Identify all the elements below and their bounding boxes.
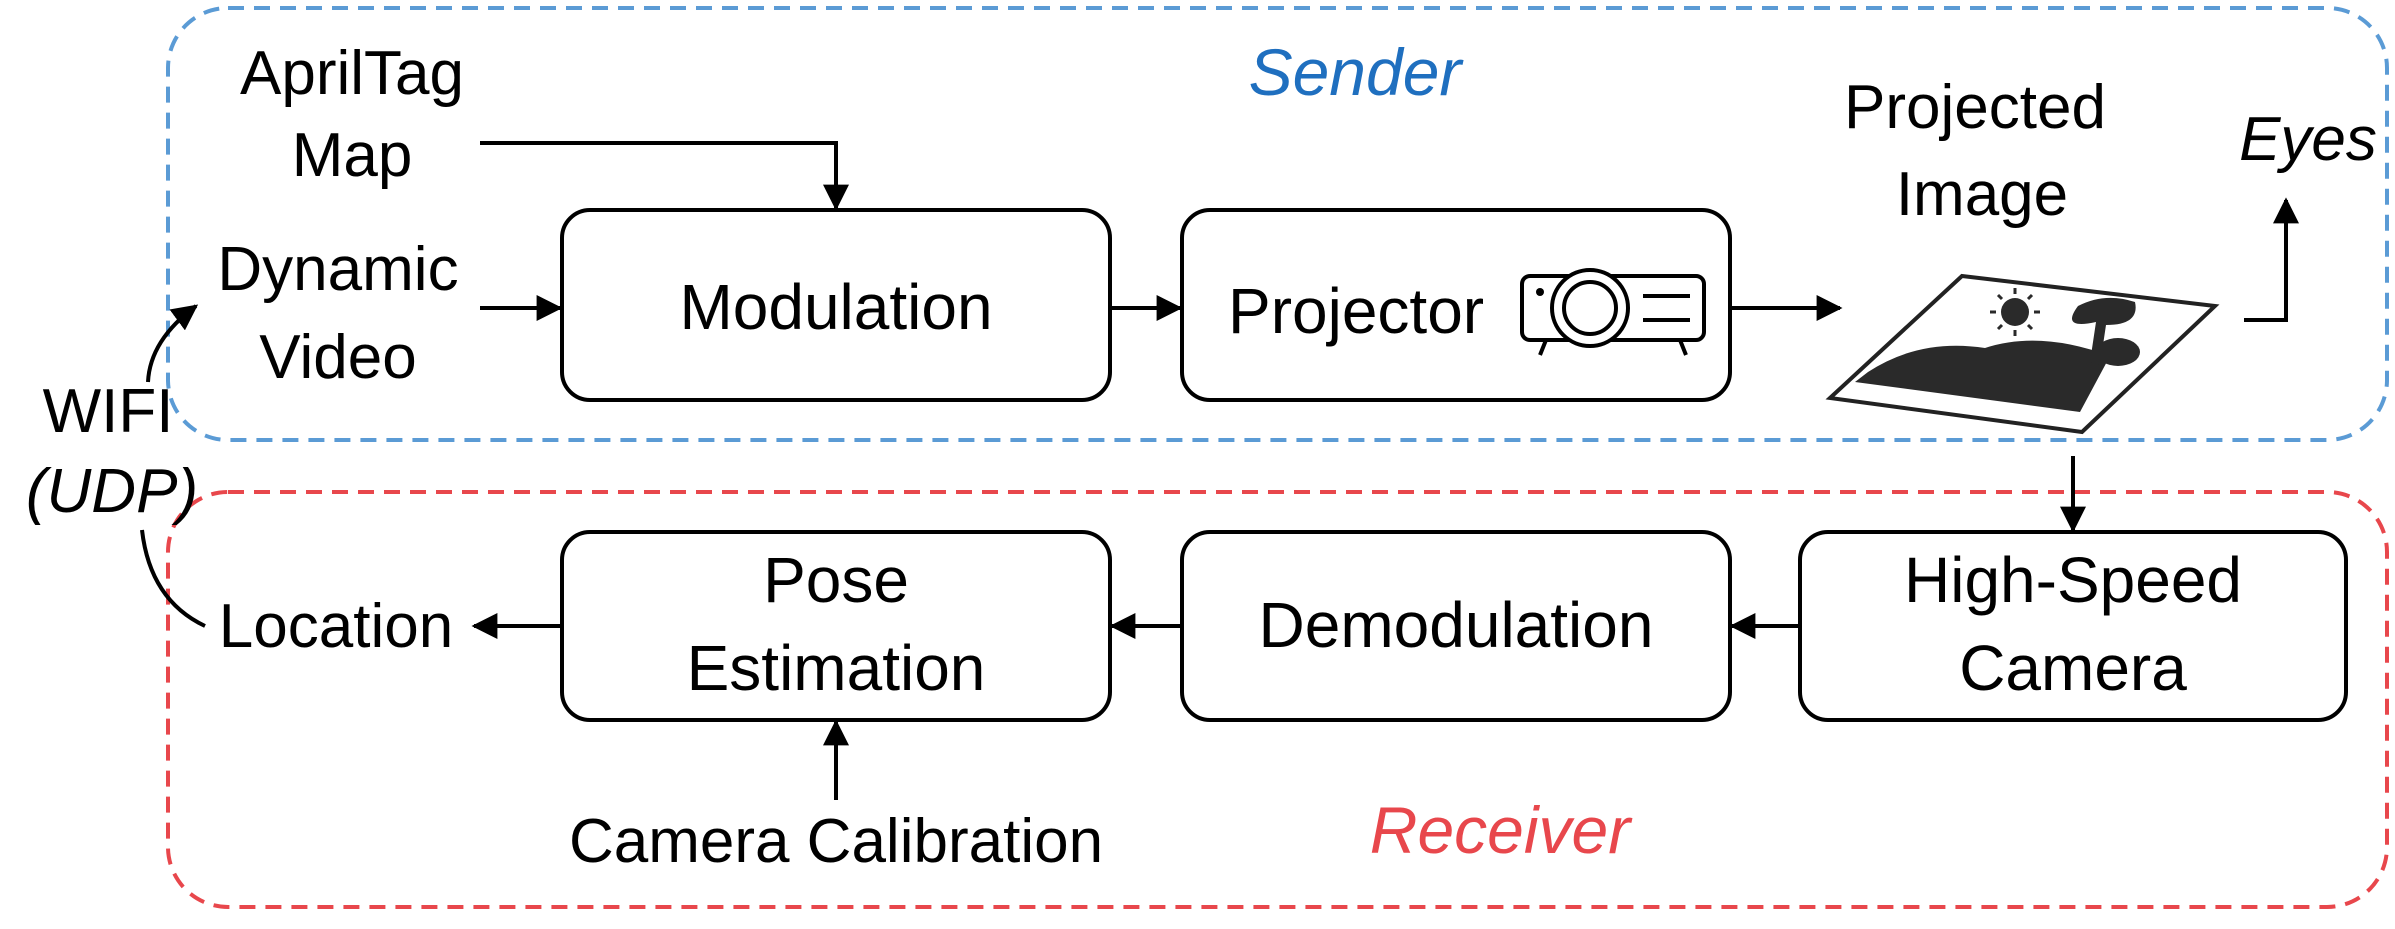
receiver-region — [166, 490, 2389, 909]
wifi-link-to-video — [146, 304, 199, 383]
landscape-image-icon — [1825, 273, 2220, 435]
camera-label-line2: Camera — [1959, 632, 2187, 704]
projector-label: Projector — [1228, 275, 1484, 347]
arrow-image-to-eyes — [2244, 197, 2299, 322]
projected-label-line1: Projected — [1844, 73, 2106, 142]
udp-label: (UDP) — [26, 457, 198, 526]
camera-calibration-label: Camera Calibration — [569, 807, 1103, 876]
apriltag-label-line2: Map — [292, 121, 413, 190]
pose-label-line2: Estimation — [687, 632, 986, 704]
receiver-title: Receiver — [1370, 793, 1633, 867]
arrows — [140, 141, 2299, 800]
video-label-line2: Video — [259, 323, 416, 392]
apriltag-label-line1: AprilTag — [240, 39, 464, 108]
wifi-label: WIFI — [43, 377, 174, 446]
location-label: Location — [219, 592, 453, 661]
sender-title: Sender — [1249, 35, 1465, 109]
modulation-label: Modulation — [679, 271, 992, 343]
projected-label-line2: Image — [1896, 160, 2068, 229]
arrow-apriltag-to-modulation — [480, 141, 849, 211]
pose-label-line1: Pose — [763, 544, 909, 616]
camera-label-line1: High-Speed — [1904, 544, 2242, 616]
sender-region — [166, 6, 2389, 442]
demodulation-label: Demodulation — [1259, 589, 1654, 661]
video-label-line1: Dynamic — [217, 235, 458, 304]
eyes-label: Eyes — [2239, 105, 2377, 174]
wifi-link-to-location — [140, 529, 206, 628]
projector-icon — [1520, 268, 1706, 356]
